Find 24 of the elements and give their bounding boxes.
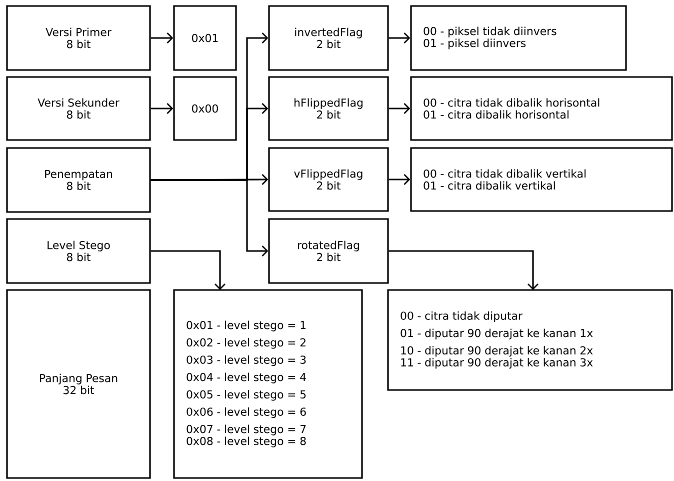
description-box: 00 - citra tidak diputar 01 - diputar 90 derajat ke kanan 1x 10 - diputar 90 derajat ke kanan 2x 11 - diputar 90 derajat ke kanan 3x [387,289,673,391]
field-box: Penempatan 8 bit [6,147,151,213]
description-box: 00 - citra tidak dibalik horisontal 01 - citra dibalik horisontal [410,76,673,141]
arrow [150,103,174,114]
field-box: Level Stego 8 bit [6,218,151,284]
flag-box: vFlippedFlag 2 bit [268,147,389,212]
description-box: 00 - citra tidak dibalik vertikal 01 - citra dibalik vertikal [410,147,673,212]
arrow [388,32,410,44]
description-box: 0x01 - level stego = 1 0x02 - level stego = 2 0x03 - level stego = 3 0x04 - level stego = 4 0x05 - level stego = 5 0x06 - level stego = 6 0x07 - level stego = 7 0x08 - level stego = 8 [173,289,363,479]
field-box: Versi Primer 8 bit [6,5,151,71]
value-box: 0x01 [173,5,237,71]
field-box: Versi Sekunder 8 bit [6,76,151,141]
arrow [150,250,226,290]
value-box: 0x00 [173,76,237,141]
field-box: Panjang Pesan 32 bit [6,289,151,479]
flag-box: hFlippedFlag 2 bit [268,76,389,141]
arrow [150,179,268,256]
arrow [388,103,410,114]
description-box: 00 - piksel tidak diinvers 01 - piksel diinvers [410,5,627,71]
arrow [388,174,410,185]
flag-box: rotatedFlag 2 bit [268,218,389,284]
arrow [388,250,538,290]
flag-box: invertedFlag 2 bit [268,5,389,71]
arrow [150,32,174,44]
